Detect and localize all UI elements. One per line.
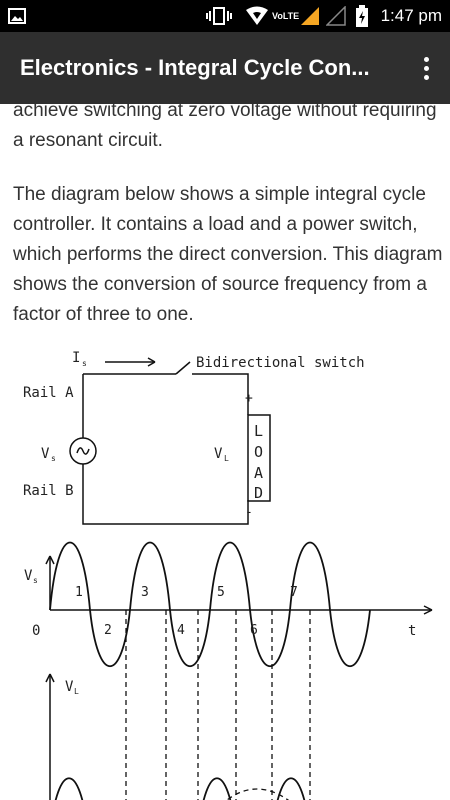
load-waveform-axes [45, 673, 55, 800]
battery-charging-icon [356, 0, 368, 32]
cycle-number: 7 [290, 585, 298, 600]
source-voltage-subscript: s [51, 454, 56, 463]
load-voltage-subscript: L [224, 454, 229, 463]
load-letter: A [254, 464, 263, 482]
rail-a-label: Rail A [23, 385, 74, 401]
load-fundamental-dashed [226, 788, 289, 800]
vl-axis-label: V [65, 679, 74, 695]
cycle-number: 6 [250, 623, 258, 638]
current-subscript: s [82, 359, 87, 368]
load-letter: D [254, 484, 263, 502]
image-notification-icon [8, 0, 26, 32]
load-voltage-waveform [54, 777, 306, 800]
zero-crossing-guides [125, 610, 311, 800]
vl-axis-subscript: L [74, 687, 79, 696]
integral-cycle-controller-diagram: I s Bidirectional switch Rail A Rail B V… [23, 350, 433, 800]
cycle-number: 1 [75, 585, 83, 600]
rail-b-label: Rail B [23, 483, 74, 499]
signal-icon [300, 0, 320, 32]
load-letter: L [254, 422, 263, 440]
status-bar: VoLTE 1:47 pm [0, 0, 450, 32]
source-waveform-axes [45, 555, 433, 615]
no-signal-icon [326, 0, 346, 32]
cycle-number: 2 [104, 623, 112, 638]
volte-label: VoLTE [272, 11, 300, 21]
status-time: 1:47 pm [380, 6, 442, 25]
load-voltage-label: V [214, 446, 223, 462]
source-voltage-label: V [41, 446, 50, 462]
vs-axis-subscript: s [33, 576, 38, 585]
app-title: Electronics - Integral Cycle Con... [20, 55, 370, 80]
article-content: achieve switching at zero voltage withou… [0, 104, 450, 800]
more-vert-icon[interactable] [412, 50, 440, 86]
app-bar: Electronics - Integral Cycle Con... [0, 32, 450, 104]
circuit-schematic [69, 357, 271, 525]
cycle-number: 3 [141, 585, 149, 600]
current-label: I [72, 350, 80, 366]
article-paragraph: achieve switching at zero voltage withou… [13, 104, 437, 151]
origin-label: 0 [32, 623, 40, 639]
vibrate-icon [206, 0, 232, 32]
vs-axis-label: V [24, 568, 33, 584]
cycle-number: 4 [177, 623, 185, 638]
plus-sign: + [245, 391, 253, 406]
minus-sign: - [245, 505, 253, 520]
cycle-number: 5 [217, 585, 225, 600]
time-label: t [408, 623, 416, 639]
switch-label: Bidirectional switch [196, 355, 365, 371]
wifi-icon [245, 0, 269, 32]
source-voltage-waveform [49, 541, 371, 668]
article-paragraph: The diagram below shows a simple integra… [13, 184, 443, 325]
load-letter: O [254, 443, 263, 461]
